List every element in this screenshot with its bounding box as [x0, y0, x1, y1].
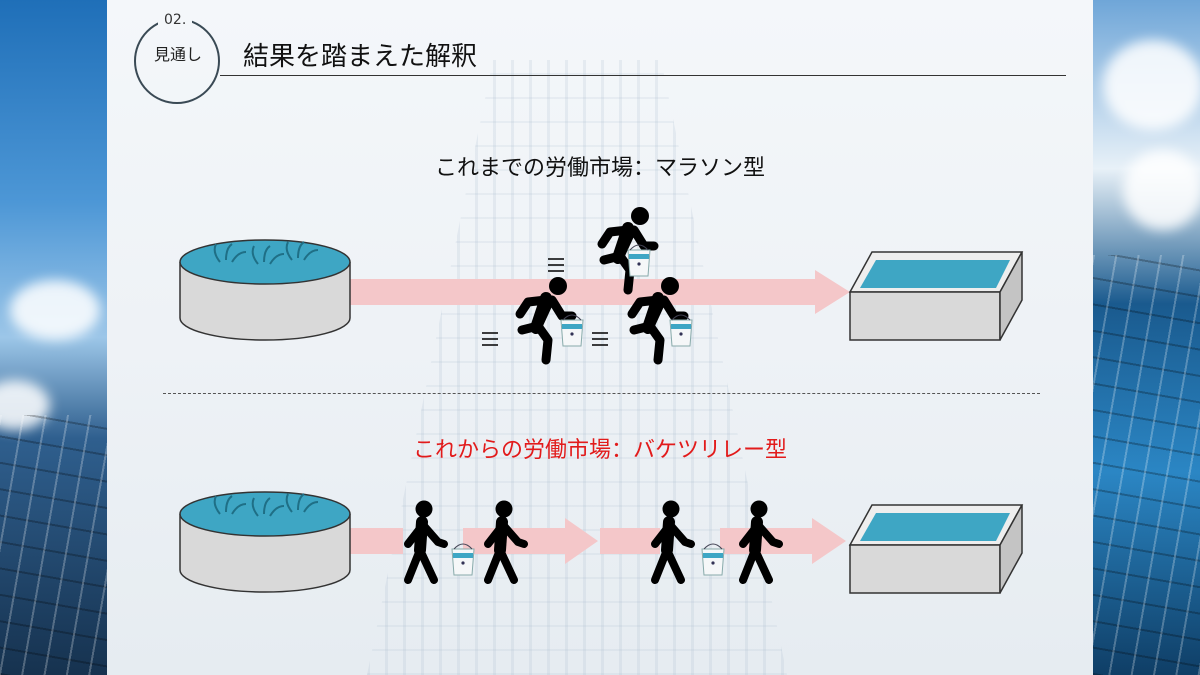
background-photo-right — [1093, 0, 1200, 675]
past-market-heading: これまでの労働市場：マラソン型 — [434, 156, 765, 181]
walker-receiving-icon — [488, 501, 524, 581]
water-destination-box-icon — [849, 251, 1023, 341]
water-source-tank-icon — [179, 491, 351, 593]
runner-with-bucket-icon — [547, 207, 654, 290]
section-number: 02. — [158, 12, 193, 28]
background-photo-left — [0, 0, 107, 675]
water-source-tank-icon — [179, 239, 351, 341]
future-market-heading: これからの労働市場：バケツリレー型 — [412, 438, 787, 463]
water-destination-box-icon — [849, 504, 1023, 594]
section-label: 見通し — [153, 45, 202, 64]
title-underline — [220, 75, 1066, 76]
walker-receiving-icon — [743, 501, 779, 581]
marathon-arrow — [348, 270, 850, 314]
section-divider — [163, 393, 1040, 394]
slide-title: 結果を踏まえた解釈 — [243, 42, 478, 72]
walker-passing-bucket-icon — [655, 501, 725, 581]
